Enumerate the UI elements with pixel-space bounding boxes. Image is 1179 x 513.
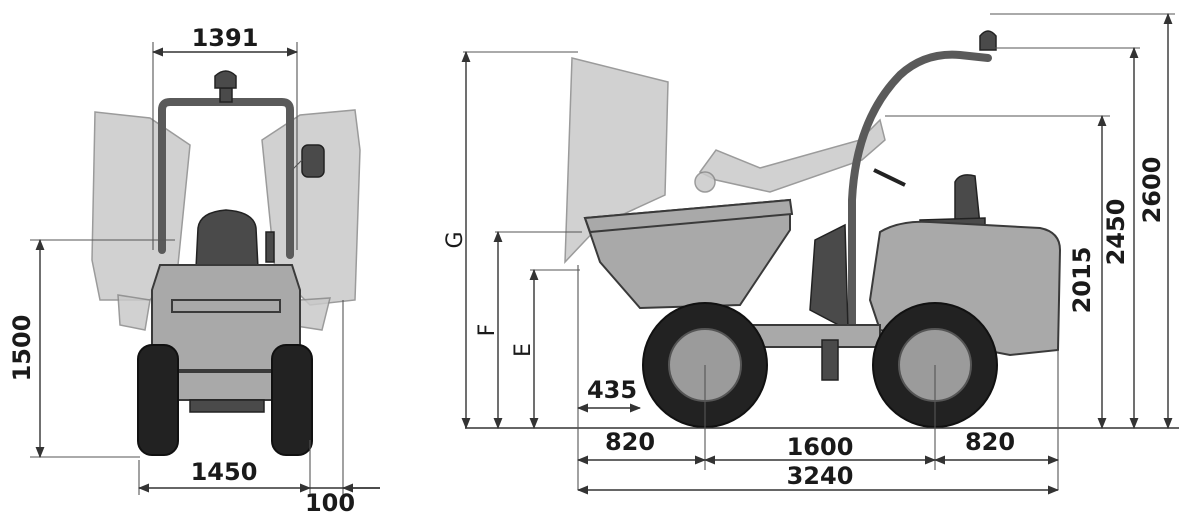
dim-tip-clearance: 435 bbox=[587, 376, 637, 404]
front-axle-housing bbox=[167, 371, 287, 401]
front-tire-left bbox=[137, 344, 179, 456]
side-pivot bbox=[821, 339, 839, 381]
dim-height-beacon: 2600 bbox=[1138, 157, 1166, 224]
dim-overall-length: 3240 bbox=[787, 462, 854, 490]
side-high-tip-arm-ghost bbox=[694, 118, 886, 193]
letter-E: E bbox=[511, 343, 536, 357]
front-beacon-dome bbox=[214, 70, 237, 89]
dim-rops-width: 1391 bbox=[192, 24, 259, 52]
side-skip-raised-ghost bbox=[564, 57, 669, 264]
dim-overhang: 100 bbox=[305, 489, 355, 513]
front-lever bbox=[265, 231, 275, 263]
front-view: 1391 1500 1450 100 bbox=[8, 24, 380, 513]
side-seat-back bbox=[954, 174, 981, 229]
dim-front-overhang: 820 bbox=[605, 428, 655, 456]
dim-wheelbase: 1600 bbox=[787, 433, 854, 461]
dim-height-rops: 2450 bbox=[1102, 199, 1130, 266]
side-front-frame bbox=[809, 223, 849, 332]
side-rops-frame bbox=[848, 50, 992, 334]
front-grille bbox=[171, 299, 281, 313]
dim-front-height: 1500 bbox=[8, 315, 36, 382]
front-rops-frame bbox=[158, 70, 325, 259]
side-view: G F E 435 820 1600 820 3240 2015 2450 26… bbox=[443, 12, 1179, 495]
side-chassis bbox=[749, 324, 881, 348]
front-tire-right bbox=[271, 344, 313, 456]
front-seat bbox=[195, 209, 259, 269]
front-mirror bbox=[301, 144, 325, 178]
dim-track-width: 1450 bbox=[191, 458, 258, 486]
dim-height-seat: 2015 bbox=[1068, 247, 1096, 314]
letter-F: F bbox=[475, 324, 500, 337]
front-beacon-light bbox=[219, 87, 233, 103]
front-axle bbox=[189, 399, 265, 413]
letter-G: G bbox=[443, 231, 468, 248]
dim-rear-overhang: 820 bbox=[965, 428, 1015, 456]
side-beacon-light bbox=[979, 30, 997, 51]
